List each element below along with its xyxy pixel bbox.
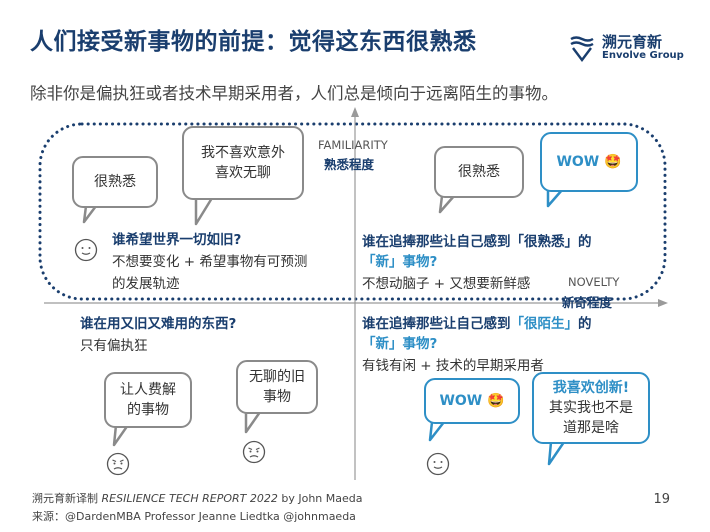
- bubble-text: 无聊的旧: [249, 369, 305, 385]
- quadrant-question-highlight: 「新」事物?: [362, 252, 437, 272]
- bubble-text: 的事物: [127, 402, 169, 418]
- speech-bubble-confusing-things: 让人费解 的事物: [104, 372, 192, 428]
- angry-face-icon: [106, 452, 130, 476]
- credit-text: by John Maeda: [277, 492, 363, 505]
- y-axis-label-en: FAMILIARITY: [318, 138, 388, 152]
- bubble-tail: [194, 197, 214, 226]
- logo-name-en: Envolve Group: [602, 50, 684, 61]
- y-axis-arrowhead: [351, 107, 359, 117]
- angry-face-icon: [242, 440, 266, 464]
- speech-bubble-dislike-surprises: 我不喜欢意外 喜欢无聊: [182, 126, 304, 200]
- question-text: 的: [578, 316, 592, 332]
- logo-name-cn: 溯元育新: [602, 33, 663, 51]
- footer-source: 来源：@DardenMBA Professor Jeanne Liedtka @…: [32, 510, 356, 523]
- quadrant-question: 谁希望世界一切如旧?: [112, 232, 242, 248]
- bubble-text: 很熟悉: [94, 174, 136, 190]
- question-text: 谁在追捧那些让自己感到: [362, 316, 511, 332]
- bubble-text: 喜欢无聊: [215, 165, 271, 181]
- quadrant-description: 有钱有闲 + 技术的早期采用者: [362, 358, 544, 374]
- envolve-logo-icon: [570, 36, 594, 62]
- x-axis-arrowhead: [658, 299, 668, 307]
- bubble-text: 道那是啥: [563, 420, 619, 436]
- bubble-tail: [428, 421, 445, 442]
- bubble-text: 让人费解: [120, 382, 176, 398]
- highlight-text: 「很陌生」: [510, 316, 579, 332]
- bubble-tail: [244, 411, 262, 434]
- quadrant-question: 谁在追捧那些让自己感到「很熟悉」的: [362, 234, 592, 250]
- bubble-text: WOW 🤩: [439, 393, 505, 409]
- quadrant-description: 只有偏执狂: [80, 338, 148, 354]
- credit-text: 溯元育新译制: [32, 492, 102, 505]
- quadrant-description: 不想要变化 + 希望事物有可预测: [112, 254, 308, 270]
- quadrant-description: 的发展轨迹: [112, 276, 180, 292]
- speech-bubble-wow: WOW 🤩: [540, 132, 638, 192]
- speech-bubble-very-familiar: 很熟悉: [434, 146, 524, 198]
- x-axis-label-en: NOVELTY: [568, 275, 620, 289]
- neutral-face-icon: [426, 452, 450, 476]
- speech-bubble-very-familiar: 很熟悉: [72, 156, 158, 208]
- bubble-tail: [112, 424, 130, 447]
- highlight-text: 「新」事物?: [362, 254, 438, 270]
- familiar-zone-outline: [38, 122, 667, 301]
- footer-credit: 溯元育新译制 RESILIENCE TECH REPORT 2022 by Jo…: [32, 490, 362, 506]
- report-name: RESILIENCE TECH REPORT 2022: [101, 492, 278, 505]
- bubble-tail: [82, 205, 97, 224]
- speech-bubble-love-innovation: 我喜欢创新! 其实我也不是 道那是啥: [532, 372, 650, 444]
- bubble-tail: [547, 441, 566, 466]
- y-axis-label-cn: 熟悉程度: [324, 157, 375, 172]
- speech-bubble-boring-old-things: 无聊的旧 事物: [236, 360, 318, 414]
- highlight-text: 「新」事物?: [362, 336, 438, 352]
- bubble-tail: [546, 189, 563, 208]
- bubble-text: 我不喜欢意外: [201, 145, 285, 161]
- bubble-text: 其实我也不是: [549, 400, 633, 416]
- quadrant-question-highlight: 「新」事物?: [362, 334, 437, 354]
- quadrant-question: 谁在用又旧又难用的东西?: [80, 316, 237, 332]
- x-axis-label-cn: 新奇程度: [562, 295, 613, 310]
- page-title: 人们接受新事物的前提：觉得这东西很熟悉: [30, 29, 477, 55]
- bubble-text: 事物: [263, 389, 291, 405]
- speech-bubble-wow: WOW 🤩: [424, 378, 520, 424]
- logo: 溯元育新 Envolve Group: [568, 34, 684, 62]
- bubble-tail: [438, 195, 455, 214]
- page-number: 19: [653, 492, 670, 507]
- page-subtitle: 除非你是偏执狂或者技术早期采用者，人们总是倾向于远离陌生的事物。: [30, 84, 558, 103]
- bubble-text: WOW 🤩: [556, 154, 622, 170]
- bubble-text: 我喜欢创新!: [552, 380, 630, 396]
- quadrant-description: 不想动脑子 + 又想要新鲜感: [362, 276, 531, 292]
- quadrant-question: 谁在追捧那些让自己感到「很陌生」的: [362, 314, 592, 334]
- neutral-face-icon: [74, 238, 98, 262]
- bubble-text: 很熟悉: [458, 164, 500, 180]
